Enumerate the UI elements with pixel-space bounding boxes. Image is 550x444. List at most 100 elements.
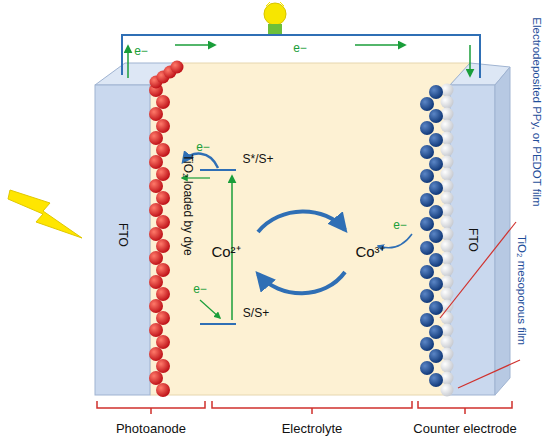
particle — [156, 263, 170, 277]
external-wire — [122, 35, 480, 78]
particle — [420, 169, 434, 183]
level-label: S*/S+ — [242, 153, 273, 166]
particle — [149, 323, 163, 337]
particle — [441, 168, 454, 181]
particle — [429, 301, 443, 315]
ion-label: Co²⁺ — [211, 244, 240, 261]
fto-glass — [95, 85, 150, 395]
electron-arrow — [469, 45, 471, 76]
fto-glass — [450, 85, 495, 395]
particle — [441, 192, 454, 205]
particle — [156, 287, 170, 301]
particle — [429, 133, 443, 147]
particle — [156, 311, 170, 325]
particle — [429, 109, 443, 123]
fto-side — [495, 67, 510, 395]
leader-line — [440, 222, 516, 318]
particle — [156, 191, 170, 205]
particle — [429, 325, 443, 339]
ion-label: Co³⁺ — [355, 244, 384, 261]
particle — [420, 241, 434, 255]
layer-label: FTO — [465, 228, 478, 252]
particle — [429, 205, 443, 219]
particle — [420, 121, 434, 135]
layer-label: Electrodeposited PPy, or PEDOT film — [531, 17, 544, 206]
level-label: S/S+ — [243, 307, 269, 320]
particle — [149, 371, 163, 385]
particle — [429, 229, 443, 243]
bracket — [418, 401, 512, 414]
ground-level — [200, 323, 236, 325]
electron-arrow — [200, 300, 220, 318]
particle — [420, 265, 434, 279]
particle — [149, 179, 163, 193]
particle — [156, 239, 170, 253]
electrolyte-volume — [150, 63, 470, 395]
particle — [420, 145, 434, 159]
particle — [149, 251, 163, 265]
electron-arrow — [127, 46, 129, 78]
particle — [149, 155, 163, 169]
particle — [420, 193, 434, 207]
lightning-bolt — [8, 190, 82, 238]
particle — [156, 215, 170, 229]
particle — [441, 240, 454, 253]
particle — [149, 107, 163, 121]
particle — [441, 360, 454, 373]
particle — [441, 312, 454, 325]
particle — [429, 253, 443, 267]
particle-layers — [149, 61, 454, 398]
particle — [441, 216, 454, 229]
layer-label: TiO₂ mesoporous film — [516, 235, 529, 345]
electron-label: e− — [293, 42, 307, 55]
particle — [156, 143, 170, 157]
redox-arrow — [258, 211, 345, 232]
particle — [156, 167, 170, 181]
particle — [156, 95, 170, 109]
redox-arrow — [258, 272, 345, 293]
particle — [156, 383, 170, 397]
particle — [429, 181, 443, 195]
particle — [156, 335, 170, 349]
particle — [429, 157, 443, 171]
electron-arrow — [175, 44, 215, 46]
particle — [441, 120, 454, 133]
section-label: Counter electrode — [413, 422, 516, 436]
particle — [441, 96, 454, 109]
particle — [429, 277, 443, 291]
light-bulb — [264, 3, 286, 25]
particle — [441, 288, 454, 301]
layer-label: FTO — [115, 223, 128, 247]
particle — [441, 264, 454, 277]
particle — [420, 313, 434, 327]
particle — [420, 289, 434, 303]
electron-label: e− — [193, 283, 207, 296]
excited-level — [200, 169, 236, 171]
layer-label: TiO₂ loaded by dye — [180, 154, 193, 256]
particle — [149, 131, 163, 145]
particle — [429, 85, 443, 99]
electron-arrow — [355, 44, 405, 46]
particle — [441, 336, 454, 349]
particle — [441, 144, 454, 157]
particle — [420, 217, 434, 231]
particle — [149, 347, 163, 361]
fto-top — [95, 63, 180, 85]
particle — [441, 384, 454, 397]
particle — [429, 373, 443, 387]
particle — [149, 203, 163, 217]
leader-line — [458, 360, 520, 388]
particle — [420, 97, 434, 111]
particle — [420, 361, 434, 375]
bulb-base — [268, 24, 282, 34]
bulb-rays — [266, 0, 284, 6]
particle — [420, 337, 434, 351]
particle — [156, 359, 170, 373]
electron-label: e− — [393, 219, 407, 232]
electron-label: e− — [134, 45, 148, 58]
bracket — [97, 401, 205, 414]
particle — [149, 227, 163, 241]
bracket — [212, 401, 412, 414]
electron-label: e− — [196, 141, 210, 154]
